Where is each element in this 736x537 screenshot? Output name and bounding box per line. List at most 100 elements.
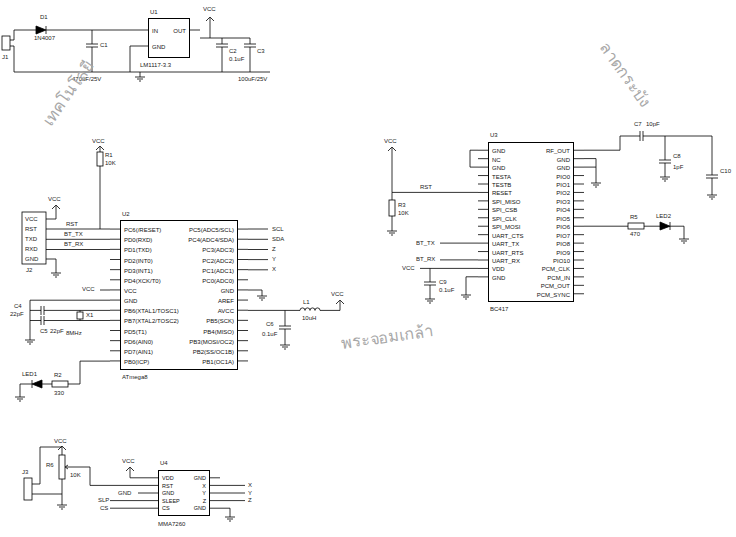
part-label: TXD xyxy=(25,236,37,242)
pin-stub xyxy=(210,493,220,494)
part-label: RST xyxy=(25,226,37,232)
part-label: BT_TX xyxy=(416,240,435,246)
pin-stub xyxy=(574,226,584,227)
pin-name: PB0(ICP) xyxy=(124,359,149,365)
part-label: VCC xyxy=(384,138,397,144)
pin-stub xyxy=(148,485,158,486)
part-label: 1N4007 xyxy=(34,35,55,41)
pin-name: PIO3 xyxy=(556,199,570,205)
pin-stub xyxy=(148,493,158,494)
pin-name: PIO8 xyxy=(556,241,570,247)
pin-name: PIO9 xyxy=(556,250,570,256)
sensor-wiring xyxy=(24,446,245,521)
part-label: U1 xyxy=(150,9,158,15)
pin-stub xyxy=(110,269,120,270)
pin-stub xyxy=(110,239,120,240)
pin-name: PD0(RXD) xyxy=(124,237,152,243)
part-label: C7 xyxy=(634,121,642,127)
pin-stub xyxy=(238,330,248,331)
pin-stub xyxy=(110,350,120,351)
pin-stub xyxy=(478,268,488,269)
pin-name: VDD xyxy=(162,476,174,482)
pin-name: NC xyxy=(492,157,501,163)
ic-package: PC6(/RESET)PD0(RXD)PD1(TXD)PD2(INT0)PD3(… xyxy=(120,220,238,370)
pin-stub xyxy=(574,175,584,176)
pin-stub xyxy=(238,279,248,280)
pin-name: PCM_CLK xyxy=(542,266,570,272)
pin-stub xyxy=(574,167,584,168)
pin-stub xyxy=(478,234,488,235)
pin-stub xyxy=(574,234,584,235)
pin-name: PIO10 xyxy=(553,258,570,264)
part-label: LED1 xyxy=(22,371,37,377)
part-label: RST xyxy=(420,184,432,190)
part-label: 10K xyxy=(398,210,409,216)
watermark-text: ลาดกระบัง xyxy=(597,40,653,111)
pin-stub xyxy=(478,184,488,185)
pin-stub xyxy=(574,243,584,244)
pin-stub xyxy=(574,217,584,218)
pin-name: UART_RX xyxy=(492,258,520,264)
part-label: VCC xyxy=(203,6,216,12)
part-label: C5 xyxy=(40,328,48,334)
pin-name: PD2(INT0) xyxy=(124,258,153,264)
part-label: C3 xyxy=(257,48,265,54)
part-label: X xyxy=(248,482,252,488)
part-label: 0.1uF xyxy=(229,56,244,62)
ic-package: GNDNCGNDTESTATESTBRESETSPI_MISOSPI_CSBSP… xyxy=(488,142,574,302)
pin-stub xyxy=(238,259,248,260)
pin-name: PD7(AIN1) xyxy=(124,349,153,355)
pin-stub xyxy=(574,285,584,286)
part-label: R3 xyxy=(398,202,406,208)
part-label: CS xyxy=(100,505,108,511)
part-label: U2 xyxy=(122,211,130,217)
part-label: J2 xyxy=(26,267,32,273)
pin-stub xyxy=(238,360,248,361)
part-label: VCC xyxy=(402,265,415,271)
part-label: 1pF xyxy=(673,164,683,170)
pin-name: RST xyxy=(162,484,173,490)
mcu-wiring xyxy=(15,146,344,401)
pin-stub xyxy=(478,243,488,244)
pin-stub xyxy=(478,217,488,218)
pin-stub xyxy=(110,289,120,290)
pin-stub xyxy=(138,46,148,47)
pin-stub xyxy=(110,310,120,311)
pin-name: PIO5 xyxy=(556,216,570,222)
pin-stub xyxy=(110,320,120,321)
part-label: 100uF/25V xyxy=(238,76,267,82)
pin-name: PB7(XTAL2/TOSC2) xyxy=(124,318,179,324)
part-label: Y xyxy=(272,256,276,262)
pin-name: GND xyxy=(152,44,165,50)
pin-name: PIO0 xyxy=(556,174,570,180)
pin-stub xyxy=(110,360,120,361)
pin-stub xyxy=(478,175,488,176)
pin-name: PIO6 xyxy=(556,224,570,230)
pin-stub xyxy=(478,158,488,159)
pin-name: PB2(SS/OC1B) xyxy=(193,349,234,355)
pin-stub xyxy=(238,269,248,270)
part-label: VCC xyxy=(82,286,95,292)
pin-name: PC1(ADC1) xyxy=(202,268,234,274)
pin-stub xyxy=(148,508,158,509)
pin-stub xyxy=(574,276,584,277)
pin-stub xyxy=(574,293,584,294)
part-label: 0.1uF xyxy=(439,287,454,293)
part-label: VCC xyxy=(54,438,67,444)
watermark-text: เทคโนโลยี xyxy=(40,59,96,130)
pin-name: PC6(/RESET) xyxy=(124,227,161,233)
pin-name: GND xyxy=(221,288,234,294)
part-label: C2 xyxy=(229,48,237,54)
pin-name: PB4(MISO) xyxy=(203,329,234,335)
pin-name: UART_CTS xyxy=(492,233,524,239)
pin-name: IN xyxy=(152,28,158,34)
bluetooth-wiring xyxy=(387,131,718,303)
pin-stub xyxy=(478,167,488,168)
pin-name: PD1(TXD) xyxy=(124,247,152,253)
part-label: L1 xyxy=(303,299,310,305)
pin-name: PC5(ADC5/SCL) xyxy=(189,227,234,233)
pin-name: SPI_CLK xyxy=(492,216,517,222)
part-label: C1 xyxy=(100,42,108,48)
part-label: VCC xyxy=(48,196,61,202)
part-label: R1 xyxy=(105,152,113,158)
